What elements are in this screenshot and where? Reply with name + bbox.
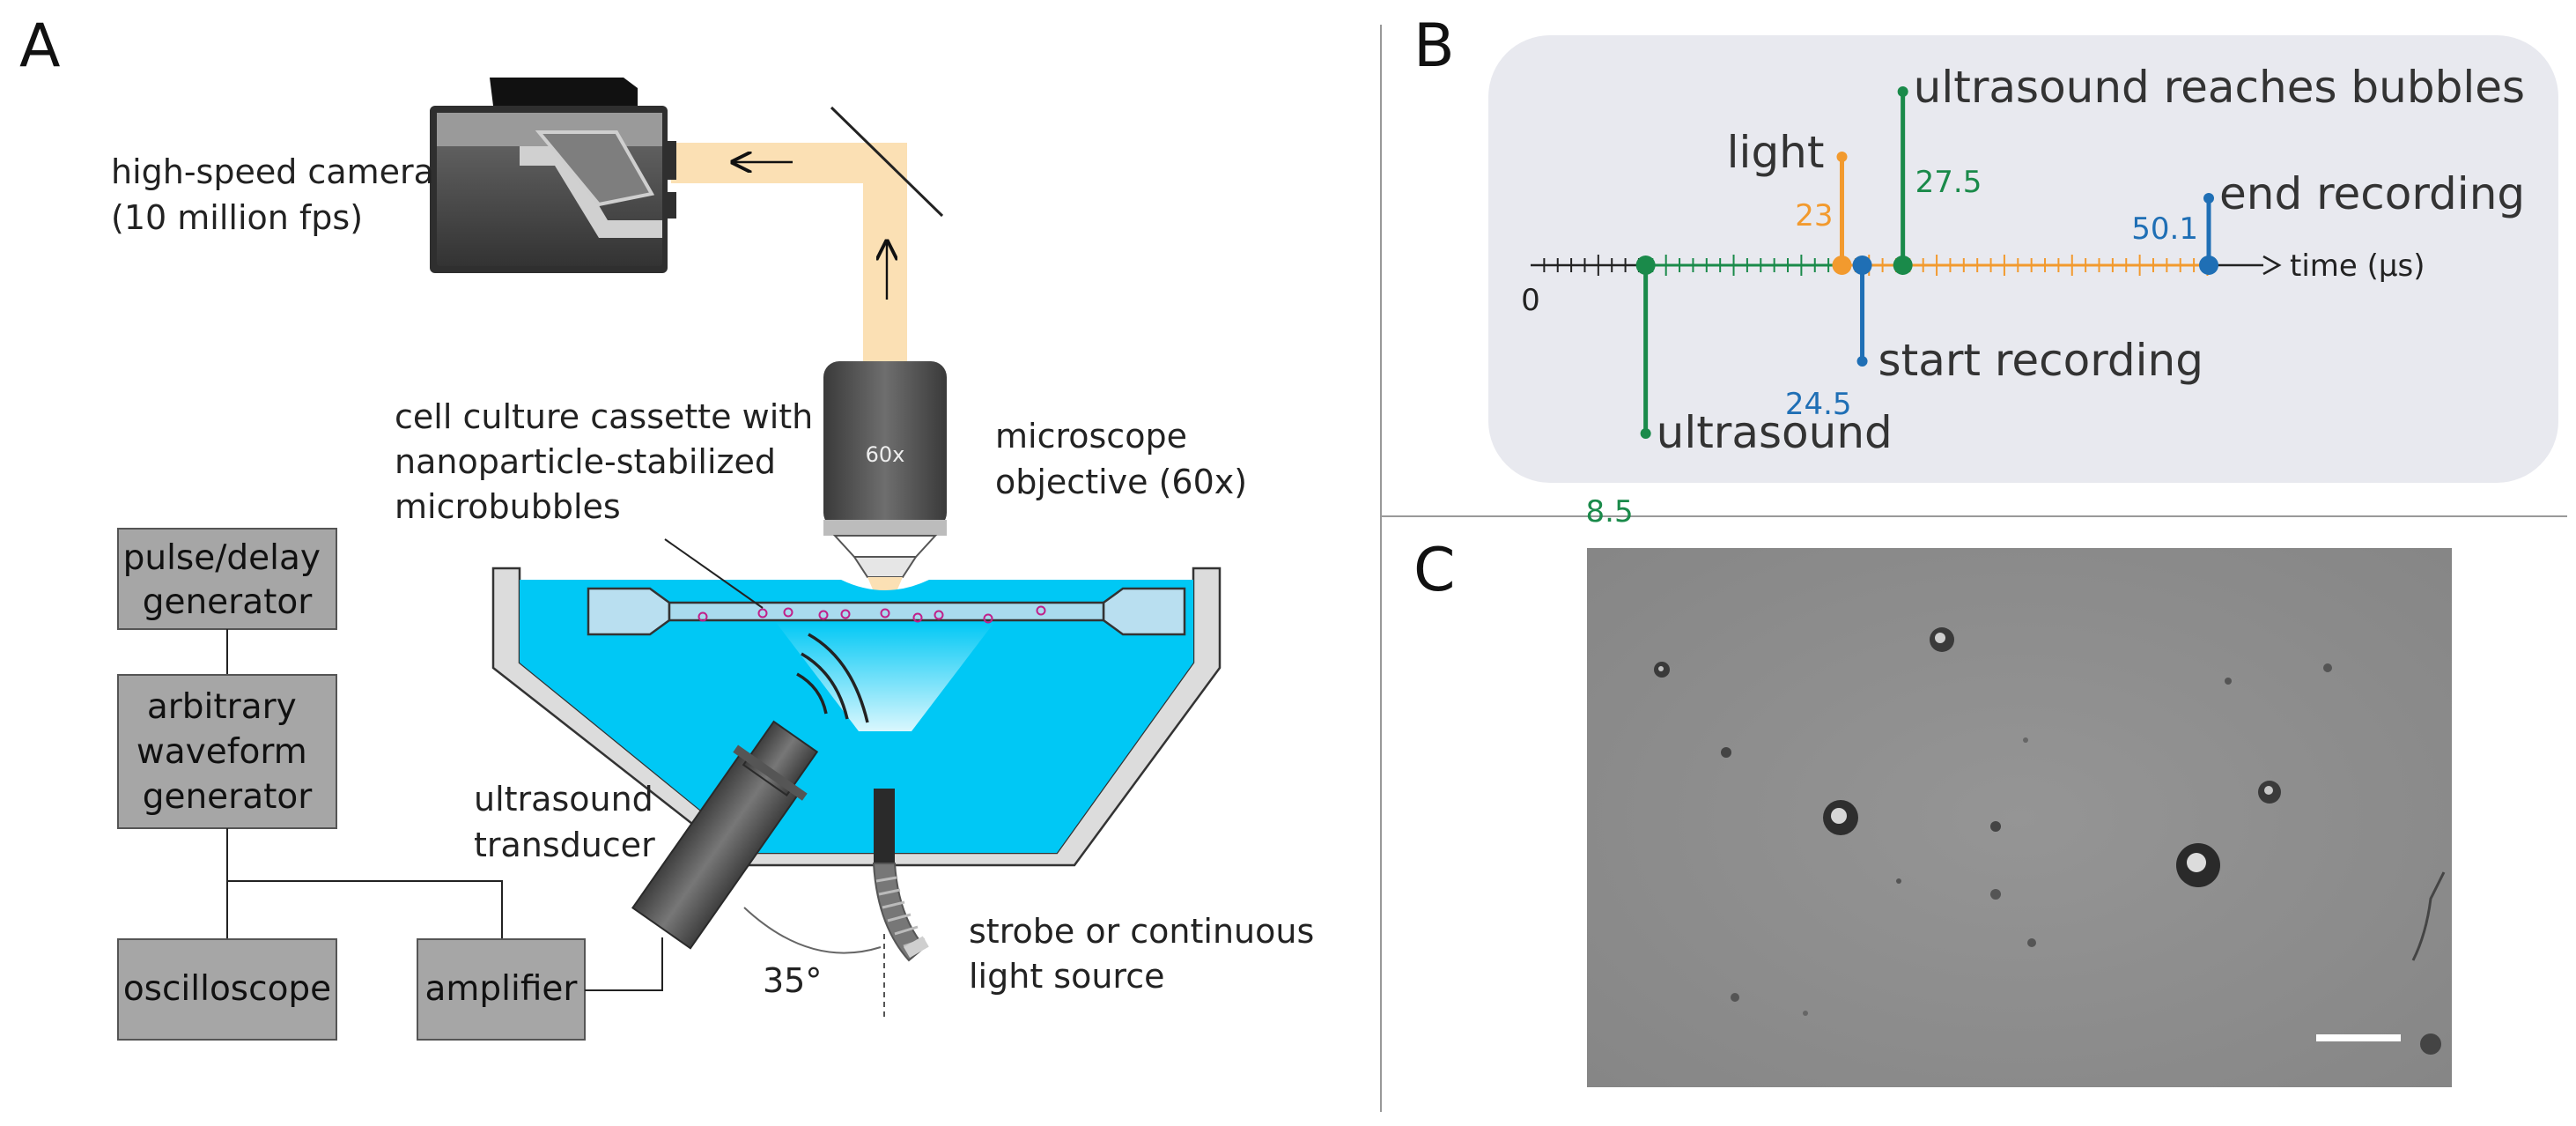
cell-culture-cassette	[587, 587, 1186, 636]
panel-b-letter: B	[1413, 11, 1455, 81]
event-end-dot	[1836, 152, 1848, 162]
time-axis-arrow-icon	[2262, 255, 2282, 276]
event-dot	[1893, 256, 1913, 275]
panel-a: high-speed camera (10 million fps) 60x m…	[111, 78, 1325, 1041]
event-time-label: 8.5	[1586, 494, 1634, 530]
time-origin-label: 0	[1521, 283, 1540, 318]
microscope-objective-icon	[823, 361, 947, 608]
high-speed-camera-icon	[430, 78, 676, 273]
mirror	[830, 106, 944, 218]
event-end-dot	[2203, 193, 2214, 204]
ultrasound-waves-icon	[796, 633, 869, 723]
microbubbles	[698, 605, 1046, 624]
event-end-dot	[1897, 86, 1908, 97]
timeline: time (µs) 0 ultrasound 8.5 light 23 start re…	[1521, 62, 2525, 530]
scale-bar	[2316, 1034, 2401, 1041]
event-end-dot	[1640, 428, 1651, 439]
svg-text:pulse/delay generator: pulse/delay generator	[123, 538, 332, 622]
panel-b: time (µs) 0 ultrasound 8.5 light 23 start re…	[1488, 35, 2558, 530]
amplifier-wire	[585, 937, 663, 991]
event-label: ultrasound reaches bubbles	[1914, 62, 2525, 113]
objective-label: microscope objective (60x)	[995, 417, 1247, 501]
oscilloscope-box: oscilloscope	[117, 938, 337, 1041]
objective-magnification: 60x	[866, 442, 905, 467]
svg-text:amplifier: amplifier	[425, 969, 579, 1009]
svg-text:arbitrary waveform: arbitrary waveform generator	[137, 687, 318, 817]
transducer-label: ultrasound transducer	[474, 780, 664, 864]
cassette-leader-line	[664, 538, 764, 609]
event-dot	[2199, 256, 2218, 275]
ultrasound-transducer-icon	[631, 720, 819, 950]
microbubble-micrograph	[1587, 548, 2452, 1087]
event-dot	[1635, 256, 1656, 275]
timeline-events: ultrasound 8.5 light 23 start recording 24.5 u…	[1586, 62, 2526, 530]
microbubbles-in-image	[1654, 627, 2446, 1055]
panel-c	[1587, 548, 2452, 1087]
event-time-label: 50.1	[2131, 211, 2198, 247]
event-label: end recording	[2219, 168, 2525, 219]
event-time-label: 27.5	[1915, 165, 1982, 200]
event-dot	[1852, 256, 1872, 275]
angle-arc	[743, 907, 882, 954]
panel-a-letter: A	[19, 11, 61, 81]
light-source-icon	[872, 789, 929, 962]
event-time-label: 24.5	[1785, 387, 1852, 422]
arbitrary-waveform-generator-box: arbitrary waveform generator	[117, 674, 337, 829]
event-label: ultrasound	[1657, 407, 1893, 458]
light-source-label: strobe or continuous light source	[969, 912, 1325, 996]
event-label: start recording	[1878, 335, 2203, 386]
svg-text:oscilloscope: oscilloscope	[123, 969, 331, 1009]
event-end-dot	[1856, 356, 1868, 367]
cassette-label: cell culture cassette with nanoparticle-…	[395, 397, 823, 526]
timeline-background	[1488, 35, 2558, 483]
event-dot	[1832, 256, 1852, 275]
time-axis-label: time (µs)	[2290, 248, 2425, 284]
amplifier-box: amplifier	[417, 938, 586, 1041]
camera-label: high-speed camera (10 million fps)	[111, 152, 445, 237]
pulse-delay-generator-box: pulse/delay generator	[117, 528, 337, 630]
angle-label: 35°	[763, 961, 822, 1000]
signal-wires	[226, 828, 503, 939]
panel-c-letter: C	[1413, 536, 1455, 605]
event-time-label: 23	[1795, 198, 1833, 233]
event-label: light	[1727, 127, 1825, 178]
